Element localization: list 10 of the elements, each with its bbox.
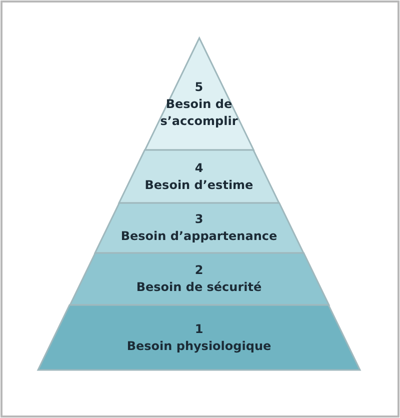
tier-number: 3 [194, 211, 204, 228]
tier-number: 2 [194, 262, 204, 279]
tier-label: Besoin de sécurité [136, 279, 262, 296]
tier-label: Besoin de s’accomplir [160, 96, 238, 130]
tier-number: 5 [194, 78, 204, 96]
tier-number: 1 [194, 320, 204, 338]
tier-label: Besoin physiologique [126, 338, 272, 354]
tier-label: Besoin d’appartenance [120, 228, 278, 245]
tier-label: Besoin d’estime [144, 176, 254, 194]
tier-number: 4 [194, 160, 204, 176]
